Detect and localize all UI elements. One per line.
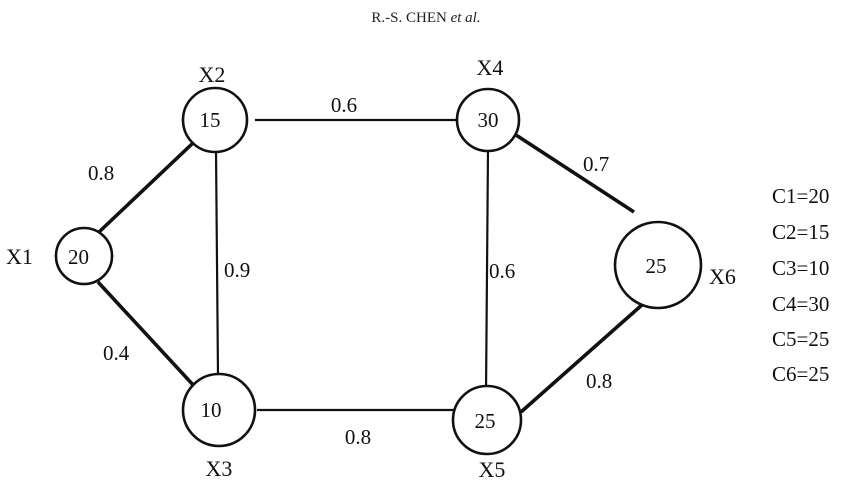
header-author-suffix: et al. [447,10,481,26]
weight-x1-x3: 0.4 [103,341,130,365]
node-x2-circle [181,86,249,154]
weight-x3-x5: 0.8 [345,425,371,449]
edge-x5-x6 [519,302,645,414]
node-x6-circle [613,220,703,310]
node-x4: 30 X4 [455,55,521,153]
node-x5-circle [451,384,523,456]
node-x6-value: 25 [646,254,667,278]
node-x5-value: 25 [475,409,496,433]
header-author-surname: CHEN [406,10,447,26]
running-header: R.-S. CHEN et al. [371,10,480,26]
legend-item-c2: C2=15 [772,220,829,244]
capacity-legend: C1=20 C2=15 C3=10 C4=30 C5=25 C6=25 [772,184,829,386]
legend-item-c5: C5=25 [772,327,829,351]
weight-x2-x4: 0.6 [331,93,357,117]
node-x6: 25 X6 [613,220,736,310]
node-x2: 15 X2 [181,62,249,154]
edge-x1-x2 [97,141,195,234]
nodes-group: 20 X1 15 X2 10 X3 30 X4 25 X5 25 X6 [6,55,736,482]
legend-item-c4: C4=30 [772,292,829,316]
node-x4-value: 30 [478,108,499,132]
weight-x4-x5: 0.6 [489,259,515,283]
node-x1-value: 20 [68,245,89,269]
node-x4-circle [455,87,521,153]
edges-group [96,118,645,414]
node-x2-value: 15 [200,108,221,132]
weight-x5-x6: 0.8 [586,369,612,393]
node-x3-label: X3 [206,456,233,481]
header-author-name: R.-S. [371,10,406,26]
legend-item-c3: C3=10 [772,256,829,280]
weight-x2-x3: 0.9 [224,258,250,282]
edge-x4-x6 [515,133,635,214]
node-x5-label: X5 [479,457,506,482]
node-x3-value: 10 [201,398,222,422]
edge-x2-x3 [214,149,220,377]
edge-x4-x5 [484,149,490,395]
node-x3: 10 X3 [181,372,257,481]
weight-x1-x2: 0.8 [88,161,114,185]
weight-x4-x6: 0.7 [583,152,609,176]
node-x6-label: X6 [709,264,736,289]
node-x2-label: X2 [199,62,226,87]
node-x4-label: X4 [477,55,504,80]
edge-weights-group: 0.8 0.4 0.6 0.9 0.6 0.7 0.8 0.8 [88,93,612,449]
legend-item-c6: C6=25 [772,362,829,386]
node-x5: 25 X5 [451,384,523,482]
node-x1: 20 X1 [6,226,114,286]
legend-item-c1: C1=20 [772,184,829,208]
edge-x1-x3 [96,280,197,389]
node-x1-label: X1 [6,244,33,269]
node-x1-circle [54,226,114,286]
node-x3-circle [181,372,257,448]
